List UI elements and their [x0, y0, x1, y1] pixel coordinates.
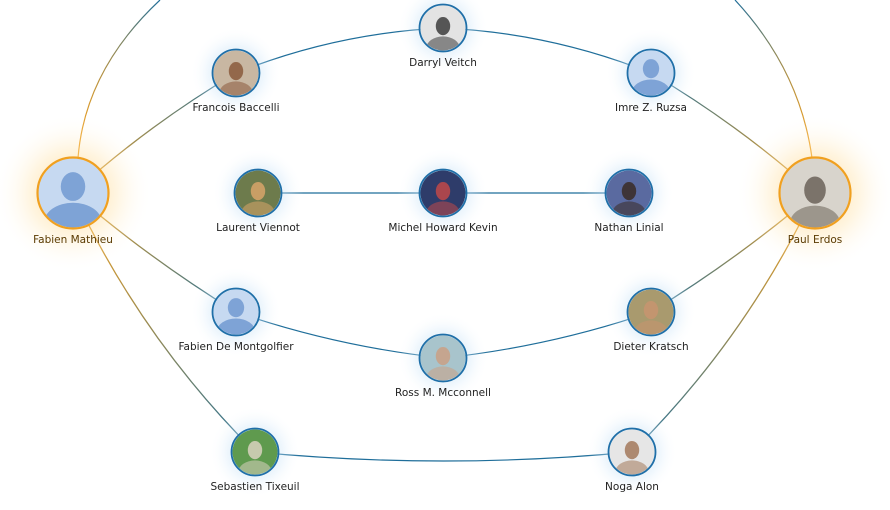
- node-ross-mcconnell[interactable]: Ross M. Mcconnell: [395, 312, 491, 404]
- avatar-photo: [609, 429, 655, 475]
- avatar-photo: [232, 429, 278, 475]
- node-laurent-viennot[interactable]: Laurent Viennot: [212, 147, 304, 239]
- node-nathan-linial[interactable]: Nathan Linial: [583, 147, 675, 239]
- avatar-silhouette-icon: [628, 50, 674, 96]
- node-ring: [36, 156, 110, 230]
- node-sebastien-tixeuil[interactable]: Sebastien Tixeuil: [209, 406, 301, 498]
- avatar-silhouette-icon: [213, 289, 259, 335]
- node-ring: [211, 48, 261, 98]
- node-label: Noga Alon: [605, 481, 659, 493]
- node-ring: [626, 48, 676, 98]
- avatar-photo: [606, 170, 652, 216]
- node-label: Paul Erdos: [788, 234, 843, 246]
- node-ring: [604, 168, 654, 218]
- node-label: Ross M. Mcconnell: [395, 387, 491, 399]
- node-label: Nathan Linial: [594, 222, 663, 234]
- node-michel-howard-kevin[interactable]: Michel Howard Kevin: [388, 147, 498, 239]
- node-ring: [778, 156, 852, 230]
- node-dieter-kratsch[interactable]: Dieter Kratsch: [605, 266, 697, 358]
- node-noga-alon[interactable]: Noga Alon: [586, 406, 678, 498]
- edge-sebastien-tixeuil-noga-alon: [254, 451, 633, 462]
- node-ring: [211, 287, 261, 337]
- avatar-photo: [420, 5, 466, 51]
- node-francois-baccelli[interactable]: Francois Baccelli: [190, 27, 282, 119]
- node-ring: [607, 427, 657, 477]
- avatar-photo: [628, 289, 674, 335]
- node-label: Dieter Kratsch: [613, 341, 688, 353]
- node-ring: [418, 3, 468, 53]
- avatar-silhouette-icon: [38, 158, 108, 228]
- avatar-photo: [780, 158, 850, 228]
- avatar-photo: [420, 170, 466, 216]
- node-imre-ruzsa[interactable]: Imre Z. Ruzsa: [605, 27, 697, 119]
- avatar-photo: [420, 335, 466, 381]
- avatar-photo: [235, 170, 281, 216]
- avatar-photo: [213, 50, 259, 96]
- node-label: Francois Baccelli: [193, 102, 280, 114]
- node-paul-erdos[interactable]: Paul Erdos: [735, 113, 890, 273]
- node-label: Michel Howard Kevin: [388, 222, 497, 234]
- node-label: Laurent Viennot: [216, 222, 300, 234]
- node-ring: [233, 168, 283, 218]
- node-fabien-de-montgolfier[interactable]: Fabien De Montgolfier: [178, 266, 294, 358]
- node-label: Darryl Veitch: [409, 57, 477, 69]
- node-label: Fabien Mathieu: [33, 234, 113, 246]
- node-layer: Fabien Mathieu Paul Erdos Darryl VeitchFra…: [0, 0, 890, 498]
- node-label: Fabien De Montgolfier: [178, 341, 294, 353]
- node-label: Sebastien Tixeuil: [210, 481, 299, 493]
- node-ring: [418, 333, 468, 383]
- node-fabien-mathieu[interactable]: Fabien Mathieu: [0, 113, 153, 273]
- node-label: Imre Z. Ruzsa: [615, 102, 687, 114]
- node-ring: [418, 168, 468, 218]
- node-ring: [626, 287, 676, 337]
- node-daryl-veitch[interactable]: Darryl Veitch: [397, 0, 489, 74]
- node-ring: [230, 427, 280, 477]
